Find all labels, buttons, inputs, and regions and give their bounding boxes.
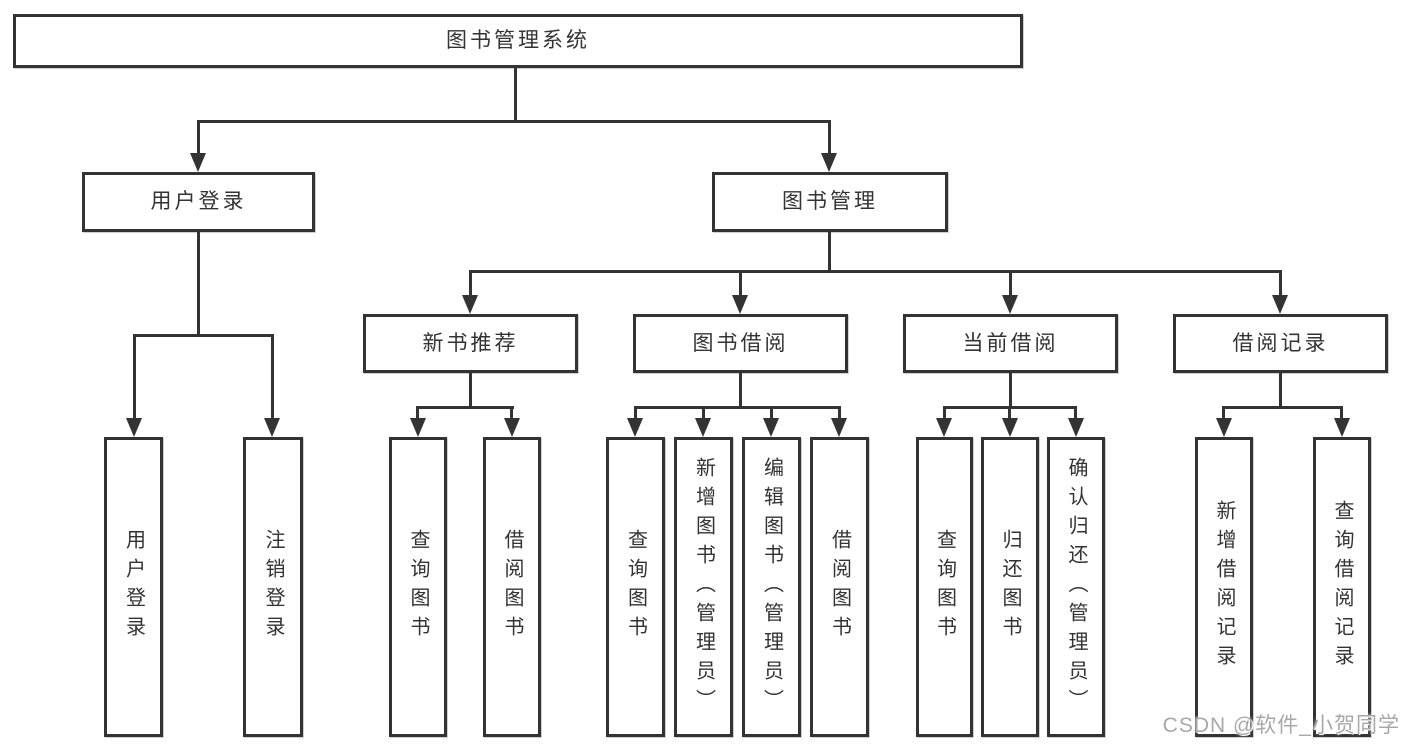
connector-line bbox=[828, 120, 831, 154]
leaf-confirm-return-admin: 确认归还（管理员） bbox=[1047, 437, 1105, 737]
node-new-book-recommendation: 新书推荐 bbox=[363, 314, 578, 373]
connector-line bbox=[197, 120, 200, 154]
watermark-text: CSDN @软件_小贺同学 bbox=[1162, 714, 1400, 737]
connector-line bbox=[271, 334, 274, 420]
connector-line bbox=[510, 406, 513, 420]
arrow-down-icon bbox=[1334, 418, 1350, 437]
leaf-borrow-books-borrowing: 借阅图书 bbox=[810, 437, 869, 737]
connector-line bbox=[1279, 373, 1282, 408]
connector-line bbox=[1009, 270, 1012, 297]
connector-line bbox=[1074, 406, 1077, 420]
arrow-down-icon bbox=[627, 418, 643, 437]
leaf-user-login: 用户登录 bbox=[104, 437, 163, 737]
connector-line bbox=[1340, 406, 1343, 420]
connector-line bbox=[469, 373, 472, 408]
arrow-down-icon bbox=[1272, 295, 1288, 314]
node-current-borrowing: 当前借阅 bbox=[903, 314, 1118, 373]
leaf-borrow-books-recommend: 借阅图书 bbox=[483, 437, 541, 737]
connector-line bbox=[197, 120, 831, 123]
arrow-down-icon bbox=[462, 295, 478, 314]
arrow-down-icon bbox=[695, 418, 711, 437]
connector-line bbox=[416, 406, 419, 420]
node-borrowing-records: 借阅记录 bbox=[1173, 314, 1388, 373]
arrow-down-icon bbox=[264, 418, 280, 437]
node-book-management: 图书管理 bbox=[712, 172, 948, 232]
leaf-return-books: 归还图书 bbox=[981, 437, 1039, 737]
leaf-add-borrow-record: 新增借阅记录 bbox=[1195, 437, 1253, 737]
connector-line bbox=[1222, 406, 1343, 409]
connector-line bbox=[634, 406, 637, 420]
connector-line bbox=[417, 406, 514, 409]
leaf-query-books-current: 查询图书 bbox=[916, 437, 973, 737]
connector-line bbox=[133, 334, 274, 337]
arrow-down-icon bbox=[831, 418, 847, 437]
connector-line bbox=[469, 270, 472, 297]
arrow-down-icon bbox=[732, 295, 748, 314]
arrow-down-icon bbox=[1002, 295, 1018, 314]
connector-line bbox=[1009, 373, 1012, 408]
leaf-add-books-admin: 新增图书（管理员） bbox=[674, 437, 733, 737]
arrow-down-icon bbox=[763, 418, 779, 437]
connector-line bbox=[770, 406, 773, 420]
arrow-down-icon bbox=[821, 153, 837, 172]
connector-line bbox=[514, 68, 517, 120]
node-book-borrowing: 图书借阅 bbox=[633, 314, 848, 373]
leaf-query-borrow-record: 查询借阅记录 bbox=[1313, 437, 1371, 737]
connector-line bbox=[739, 270, 742, 297]
connector-line bbox=[739, 373, 742, 408]
arrow-down-icon bbox=[190, 153, 206, 172]
connector-line bbox=[1279, 270, 1282, 297]
leaf-query-books-borrowing: 查询图书 bbox=[606, 437, 665, 737]
node-user-login: 用户登录 bbox=[82, 172, 315, 232]
connector-line bbox=[133, 334, 136, 420]
leaf-query-books-recommend: 查询图书 bbox=[389, 437, 447, 737]
connector-line bbox=[469, 270, 1281, 273]
arrow-down-icon bbox=[1216, 418, 1232, 437]
connector-line bbox=[943, 406, 946, 420]
arrow-down-icon bbox=[1068, 418, 1084, 437]
arrow-down-icon bbox=[410, 418, 426, 437]
connector-line bbox=[828, 232, 831, 272]
connector-line bbox=[197, 232, 200, 336]
connector-line bbox=[1008, 406, 1011, 420]
leaf-edit-books-admin: 编辑图书（管理员） bbox=[742, 437, 801, 737]
arrow-down-icon bbox=[936, 418, 952, 437]
leaf-logout: 注销登录 bbox=[243, 437, 303, 737]
arrow-down-icon bbox=[504, 418, 520, 437]
connector-line bbox=[1222, 406, 1225, 420]
connector-line bbox=[702, 406, 705, 420]
connector-line bbox=[634, 406, 841, 409]
connector-line bbox=[838, 406, 841, 420]
arrow-down-icon bbox=[126, 418, 142, 437]
node-library-system: 图书管理系统 bbox=[13, 14, 1023, 68]
arrow-down-icon bbox=[1002, 418, 1018, 437]
